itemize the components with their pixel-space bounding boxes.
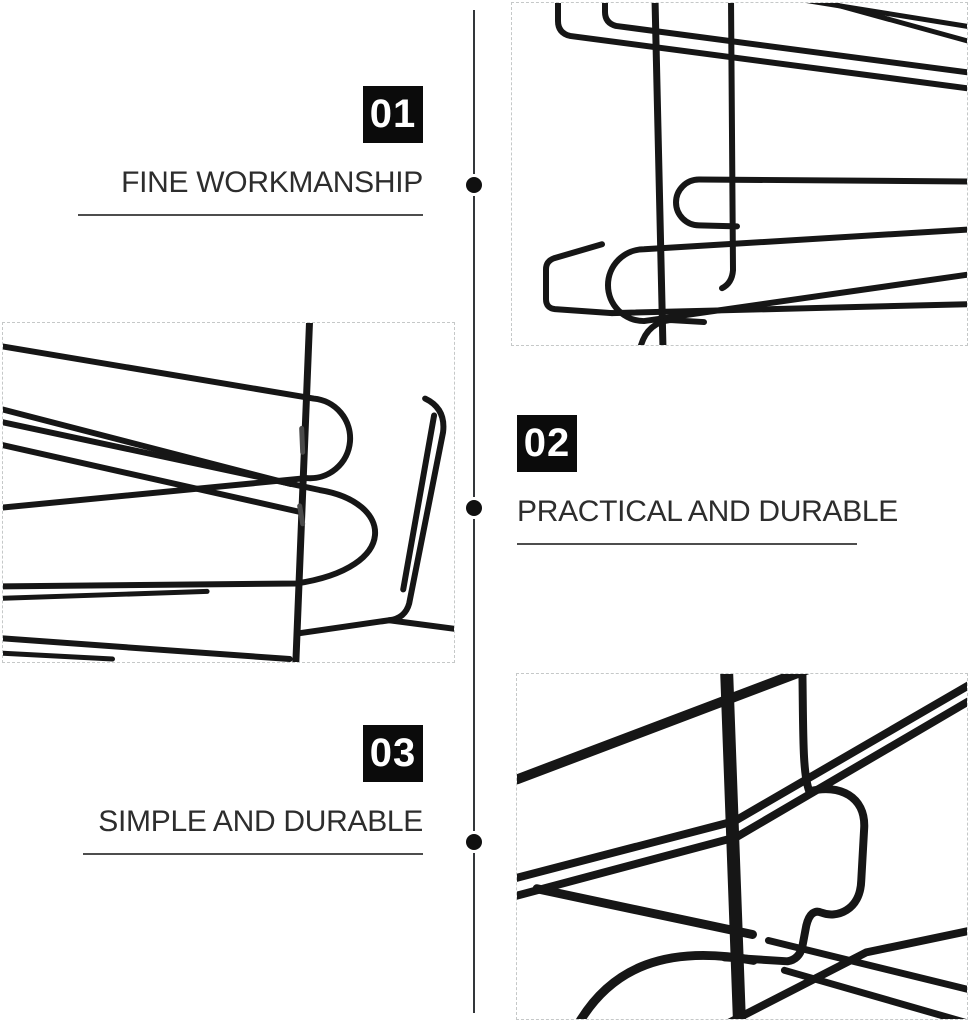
product-photo-middle <box>2 322 455 663</box>
feature-underline-3 <box>83 853 423 855</box>
product-photo-bottom <box>516 673 968 1020</box>
feature-underline-2 <box>517 543 857 545</box>
timeline-line-segment <box>473 10 475 174</box>
feature-number-badge-1: 01 <box>363 86 423 143</box>
timeline-line-segment <box>473 519 475 831</box>
feature-label-2: PRACTICAL AND DURABLE <box>517 495 899 528</box>
feature-label-1: FINE WORKMANSHIP <box>121 166 423 199</box>
timeline-dot-3 <box>466 834 482 850</box>
wire-rack-side-rail-loops-closeup-photo <box>3 323 454 662</box>
feature-callout-3: 03 SIMPLE AND DURABLE <box>83 725 423 855</box>
product-photo-top <box>511 2 968 346</box>
feature-number-badge-2: 02 <box>517 415 577 472</box>
feature-label-3: SIMPLE AND DURABLE <box>98 805 423 838</box>
feature-callout-2: 02 PRACTICAL AND DURABLE <box>517 415 898 545</box>
timeline-dot-2 <box>466 500 482 516</box>
wire-rack-frame-base-closeup-photo <box>517 674 967 1019</box>
timeline-line-segment <box>473 853 475 1013</box>
timeline-line-segment <box>473 196 475 497</box>
feature-number-badge-3: 03 <box>363 725 423 782</box>
feature-callout-1: 01 FINE WORKMANSHIP <box>78 86 423 216</box>
feature-underline-1 <box>78 214 423 216</box>
wire-rack-top-shelf-closeup-photo <box>543 3 967 345</box>
timeline-dot-1 <box>466 177 482 193</box>
